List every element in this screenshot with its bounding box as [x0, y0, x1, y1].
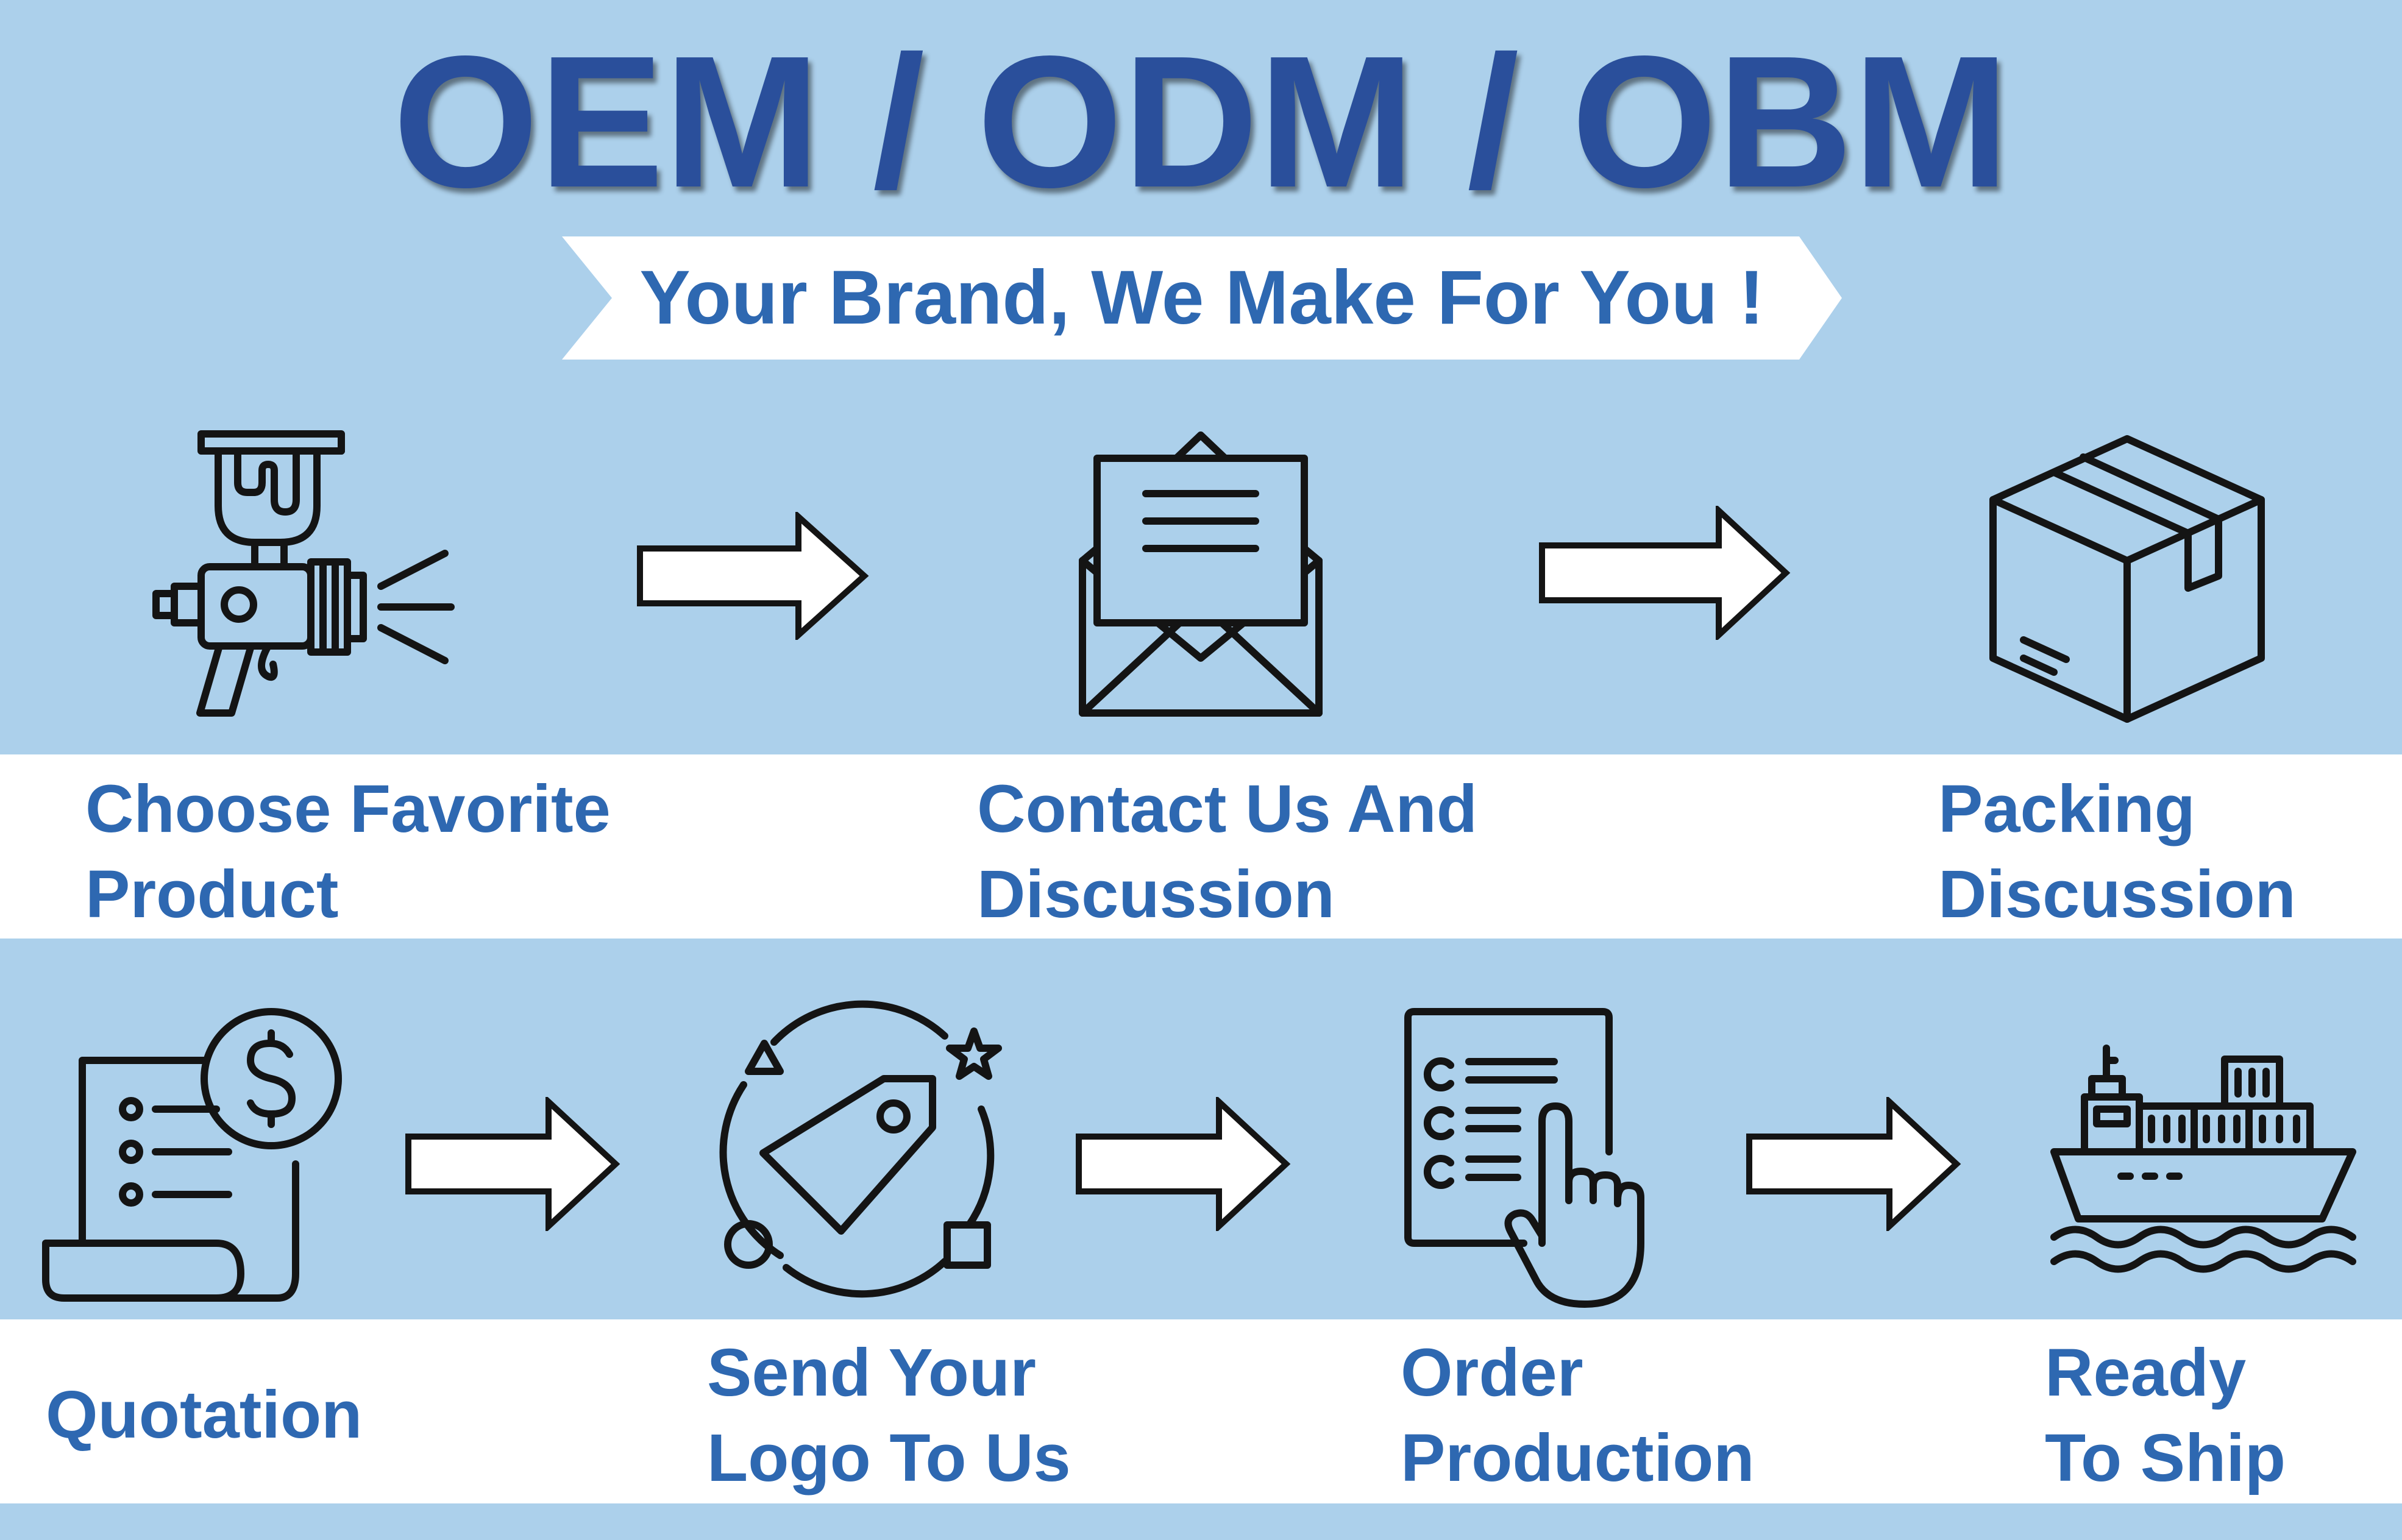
arrow-right-icon	[405, 1097, 620, 1231]
step-label-order-production: Order Production	[1401, 1330, 1755, 1501]
step-label-packing: Packing Discussion	[1938, 767, 2296, 937]
arrow-right-icon	[637, 512, 869, 640]
subtitle-ribbon	[562, 236, 1842, 360]
step-label-line: Choose Favorite	[85, 772, 611, 846]
arrow-right-icon	[1076, 1097, 1291, 1231]
envelope-letter-icon	[1079, 431, 1323, 717]
step-label-line: Logo To Us	[707, 1421, 1071, 1496]
step-label-line: Packing	[1938, 772, 2195, 846]
step-label-send-logo: Send Your Logo To Us	[707, 1330, 1071, 1501]
label-band-bottom	[0, 1319, 2402, 1503]
step-label-line: Discussion	[977, 857, 1335, 932]
step-label-line: Production	[1401, 1421, 1755, 1496]
arrow-right-icon	[1746, 1097, 1961, 1231]
step-label-quotation: Quotation	[46, 1372, 362, 1458]
cargo-ship-icon	[2050, 1045, 2356, 1273]
step-label-line: Quotation	[46, 1377, 363, 1452]
price-tag-icon	[719, 1000, 1002, 1298]
step-label-line: Order	[1401, 1335, 1583, 1410]
main-title: OEM / ODM / OBM	[393, 17, 2009, 227]
step-label-contact-us: Contact Us And Discussion	[977, 767, 1477, 937]
step-label-line: Send Your	[707, 1335, 1036, 1410]
package-box-icon	[1989, 435, 2265, 723]
step-label-line: Ready	[2045, 1335, 2247, 1410]
step-label-line: To Ship	[2045, 1421, 2286, 1496]
subtitle: Your Brand, We Make For You !	[639, 255, 1764, 340]
spray-gun-icon	[152, 430, 455, 717]
arrow-right-icon	[1539, 506, 1791, 640]
checklist-touch-icon	[1404, 1008, 1644, 1308]
step-label-line: Product	[85, 857, 339, 932]
invoice-dollar-icon	[42, 1008, 342, 1302]
step-label-line: Contact Us And	[977, 772, 1477, 846]
label-band-top	[0, 754, 2402, 939]
step-label-ready-to-ship: Ready To Ship	[2045, 1330, 2286, 1501]
step-label-line: Discussion	[1938, 857, 2296, 932]
step-label-choose-product: Choose Favorite Product	[85, 767, 611, 937]
